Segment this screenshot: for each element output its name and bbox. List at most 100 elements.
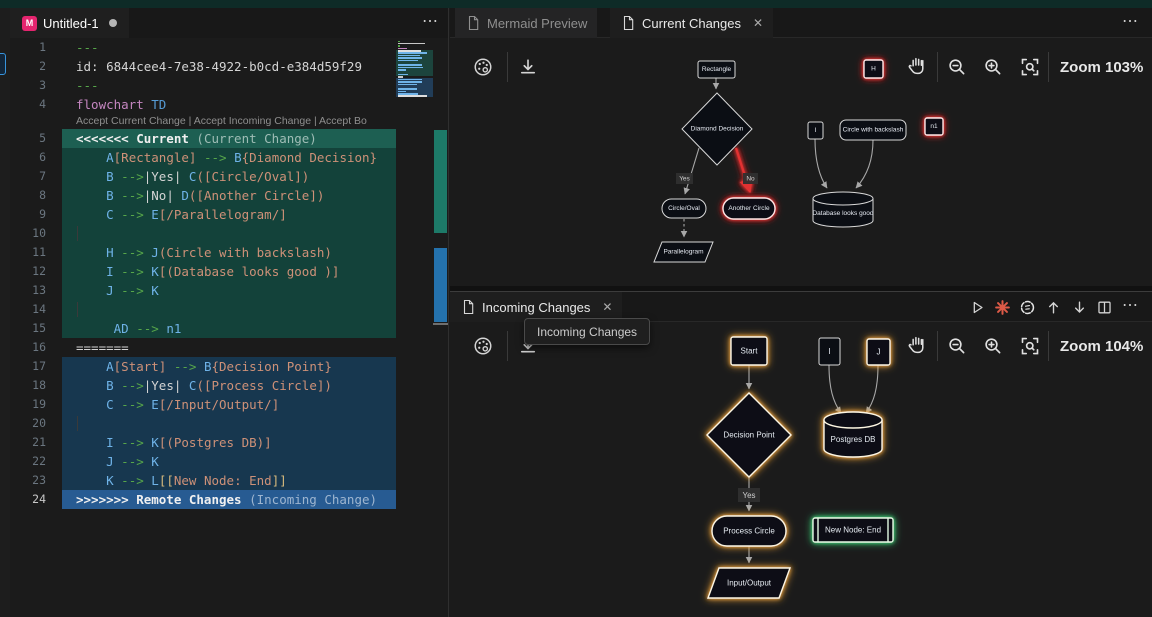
code-line[interactable]: 22 J --> K xyxy=(10,452,448,471)
code-line[interactable]: 10 xyxy=(10,224,448,243)
code-line[interactable]: 9 C --> E[/Parallelogram/] xyxy=(10,205,448,224)
code-line[interactable]: 5<<<<<<< Current (Current Change) xyxy=(10,129,448,148)
close-icon[interactable]: ✕ xyxy=(753,16,764,30)
code-line[interactable]: 6 A[Rectangle] --> B{Diamond Decision} xyxy=(10,148,448,167)
diagram-node: Rectangle xyxy=(697,60,736,79)
tab-label: Incoming Changes xyxy=(482,299,591,315)
close-icon[interactable]: ✕ xyxy=(602,300,613,314)
ai-assistant-icon[interactable] xyxy=(1016,296,1038,318)
editor-more-actions[interactable]: ⋯ xyxy=(422,13,438,30)
line-number: 14 xyxy=(32,302,46,316)
line-number: 16 xyxy=(32,340,46,354)
code-line[interactable]: 12 I --> K[(Database looks good )] xyxy=(10,262,448,281)
tab-current-changes[interactable]: Current Changes ✕ xyxy=(610,8,774,38)
diagram-node: H xyxy=(863,59,884,79)
reset-view-icon[interactable] xyxy=(1019,56,1041,78)
code-line[interactable]: 14 xyxy=(10,300,448,319)
svg-text:Yes: Yes xyxy=(742,491,755,500)
reset-view-icon[interactable] xyxy=(1019,335,1041,357)
code-line[interactable]: 17 A[Start] --> B{Decision Point} xyxy=(10,357,448,376)
code-line[interactable]: 15 AD --> n1 xyxy=(10,319,448,338)
svg-text:Process Circle: Process Circle xyxy=(723,527,775,536)
zoom-level-label: Zoom 104% xyxy=(1060,338,1144,355)
code-line[interactable]: 16 ======= xyxy=(10,338,448,357)
minimap[interactable] xyxy=(396,40,433,98)
line-number: 18 xyxy=(32,378,46,392)
svg-text:I: I xyxy=(828,347,830,356)
editor-tab-bar: M Untitled-1 ⋯ xyxy=(10,8,448,38)
toolbar-divider xyxy=(1048,52,1049,82)
svg-text:Input/Output: Input/Output xyxy=(727,579,772,588)
line-number: 17 xyxy=(32,359,46,373)
line-content xyxy=(62,224,396,243)
svg-text:Circle/Oval: Circle/Oval xyxy=(668,205,700,212)
editor-group-indicator[interactable] xyxy=(0,53,6,75)
bottom-panel-more-actions[interactable]: ⋯ xyxy=(1122,297,1138,314)
tab-mermaid-preview[interactable]: Mermaid Preview xyxy=(455,8,598,38)
top-panel-more-actions[interactable]: ⋯ xyxy=(1122,13,1138,30)
line-content: ======= xyxy=(76,340,129,355)
line-number: 5 xyxy=(39,131,46,145)
code-line[interactable]: 1--- xyxy=(10,38,448,57)
toolbar-divider xyxy=(507,52,508,82)
code-line[interactable]: 23 K --> L[[New Node: End]] xyxy=(10,471,448,490)
diagram-node: Diamond Decision xyxy=(681,92,753,166)
diagram-node: Decision Point xyxy=(706,392,792,478)
zoom-out-icon[interactable] xyxy=(946,56,968,78)
nav-up-icon[interactable] xyxy=(1042,296,1064,318)
zoom-in-icon[interactable] xyxy=(982,335,1004,357)
diagram-node: n1 xyxy=(924,117,944,136)
nav-down-icon[interactable] xyxy=(1068,296,1090,318)
tab-incoming-changes[interactable]: Incoming Changes ✕ xyxy=(450,292,623,322)
diagram-node: New Node: End xyxy=(812,517,894,543)
edge-label: Yes xyxy=(738,488,760,502)
line-number: 21 xyxy=(32,435,46,449)
svg-text:Start: Start xyxy=(741,347,759,356)
code-line[interactable]: 7 B -->|Yes| C([Circle/Oval]) xyxy=(10,167,448,186)
zoom-out-icon[interactable] xyxy=(946,335,968,357)
line-content: --- xyxy=(76,78,99,93)
download-button[interactable] xyxy=(517,56,539,78)
svg-text:Postgres DB: Postgres DB xyxy=(831,435,876,444)
diagram-edge xyxy=(828,364,842,414)
diagram-node: Start xyxy=(730,336,768,366)
code-line[interactable]: 21 I --> K[(Postgres DB)] xyxy=(10,433,448,452)
line-number: 24 xyxy=(32,492,46,506)
mermaid-preview-starburst-icon[interactable] xyxy=(991,296,1013,318)
tab-untitled-1[interactable]: M Untitled-1 xyxy=(10,8,129,38)
panel-splitter[interactable] xyxy=(450,286,1152,292)
file-icon xyxy=(463,299,474,315)
split-editor-icon[interactable] xyxy=(1093,296,1115,318)
line-content xyxy=(62,414,396,433)
line-number: 8 xyxy=(39,188,46,202)
run-button[interactable] xyxy=(966,296,988,318)
top-panel-tab-bar: Mermaid Preview Current Changes ✕ ⋯ xyxy=(450,8,1152,38)
ruler-slider-edge xyxy=(433,323,448,325)
modified-dot-icon[interactable] xyxy=(108,19,117,27)
zoom-in-icon[interactable] xyxy=(982,56,1004,78)
line-content: J --> K xyxy=(62,452,396,471)
code-line[interactable]: 8 B -->|No| D([Another Circle]) xyxy=(10,186,448,205)
code-line[interactable]: 3--- xyxy=(10,76,448,95)
code-line[interactable]: 13 J --> K xyxy=(10,281,448,300)
theme-palette-button[interactable] xyxy=(472,56,494,78)
theme-palette-button[interactable] xyxy=(472,335,494,357)
merge-codelens[interactable]: Accept Current Change | Accept Incoming … xyxy=(76,115,367,127)
diagram-node: I xyxy=(818,337,841,366)
mermaid-file-icon: M xyxy=(22,15,37,31)
code-line[interactable]: 24>>>>>>> Remote Changes (Incoming Chang… xyxy=(10,490,448,509)
code-line[interactable]: 18 B -->|Yes| C([Process Circle]) xyxy=(10,376,448,395)
pan-hand-icon[interactable] xyxy=(906,333,928,355)
code-line[interactable]: 11 H --> J(Circle with backslash) xyxy=(10,243,448,262)
code-line[interactable]: 19 C --> E[/Input/Output/] xyxy=(10,395,448,414)
code-line[interactable]: 20 xyxy=(10,414,448,433)
toolbar-divider xyxy=(507,331,508,361)
line-content: AD --> n1 xyxy=(62,319,396,338)
overview-ruler[interactable] xyxy=(433,38,448,617)
pan-hand-icon[interactable] xyxy=(906,54,928,76)
